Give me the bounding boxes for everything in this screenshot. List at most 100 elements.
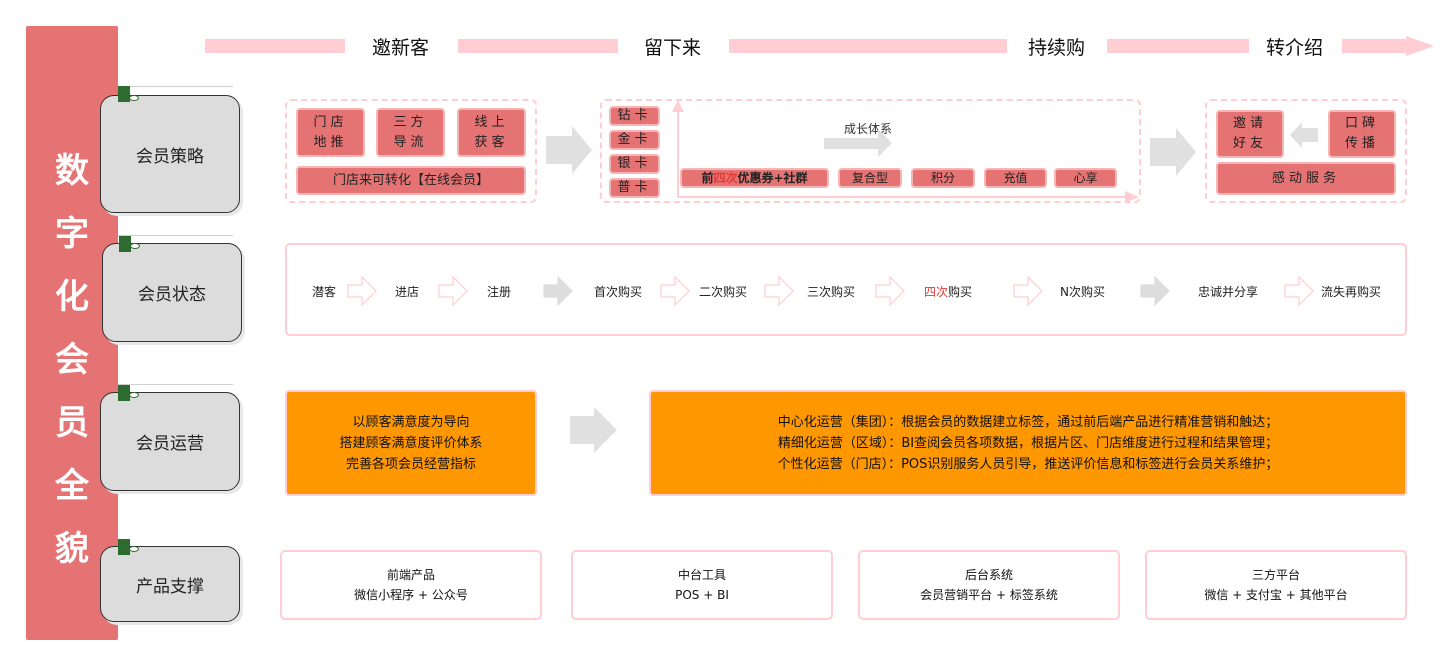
member-state: 注册 [487,283,511,300]
principle-line: 完善各项会员经营指标 [345,456,476,472]
divider [118,235,233,236]
arrow-right-icon [1150,128,1196,176]
word-of-mouth-line: 传播 [1344,136,1379,151]
operations-principles: 以顾客满意度为导向 搭建顾客满意度评价体系 完善各项会员经营指标 [285,390,537,496]
outline-arrow-icon [875,276,905,306]
title-char: 字 [55,214,89,254]
member-state-text: 潜客 [312,285,337,299]
outline-arrow-icon [347,276,377,306]
benefit-highlight: 四次 [713,171,738,185]
acquire-item: 三方导流 [376,108,445,157]
category-products: 产品支撑 [100,546,240,622]
leaf-icon [130,243,140,249]
outline-arrow-icon [660,276,690,306]
leaf-icon [129,546,139,552]
title-char: 员 [55,403,89,443]
word-of-mouth: 口碑传播 [1328,110,1396,158]
member-state-text: 忠诚并分享 [1198,285,1259,299]
acquire-item-line: 门店 [313,114,348,130]
divider [118,86,233,87]
retain-group [600,99,1141,203]
growth-arrow-icon [824,129,892,157]
benefit-recharge: 充值 [984,168,1047,188]
member-state-text: 购买 [948,285,973,299]
invite-friends: 邀请好友 [1216,110,1284,158]
benefit-first-coupons: 前四次优惠券+社群 [680,168,829,188]
member-state: 进店 [395,283,419,300]
word-of-mouth-line: 口碑 [1344,116,1379,131]
principle-line: 搭建顾客满意度评价体系 [339,435,483,451]
acquire-item-line: 导流 [393,134,428,150]
convert-online-member: 门店来可转化【在线会员】 [296,166,526,195]
product-title: 中台工具 [677,568,726,582]
leaf-icon [129,392,139,398]
acquire-item-line: 三方 [393,114,428,130]
acquire-item-line: 地推 [313,134,348,150]
acquire-item: 门店地推 [296,108,365,157]
title-char: 化 [55,277,89,317]
member-state-highlight: 四次 [924,285,949,299]
benefit-xinxiang: 心享 [1054,168,1117,188]
arrow-right-icon [570,407,617,453]
category-operations: 会员运营 [100,392,240,491]
member-state: 潜客 [312,283,336,300]
benefit-points: 积分 [911,168,975,188]
stage-arrowhead-icon [1406,36,1434,56]
stage-timeline-segment [1107,39,1249,53]
arrow-left-icon [1290,122,1318,148]
growth-axis-vertical [677,110,679,198]
member-state: 流失再购买 [1321,283,1381,300]
member-state: 忠诚并分享 [1198,283,1258,300]
growth-axis-horizontal [677,196,1125,198]
title-char: 貌 [55,529,89,569]
title-char: 全 [55,466,89,506]
pin-icon [119,236,131,252]
outline-arrow-icon [764,276,794,306]
acquire-item-line: 获客 [474,134,509,150]
tier-card-silver: 银卡 [609,154,660,174]
outline-arrow-icon [438,276,468,306]
benefit-text: 优惠券+社群 [737,171,808,185]
principle-line: 以顾客满意度为导向 [352,414,470,430]
operation-level-line: 精细化运营（区域）：BI查阅会员各项数据，根据片区、门店维度进行过程和结果管理； [777,435,1279,451]
product-detail: 会员营销平台 + 标签系统 [920,588,1058,602]
outline-arrow-icon [1013,276,1043,306]
product-backend: 后台系统 会员营销平台 + 标签系统 [858,550,1120,620]
member-state: 首次购买 [594,283,642,300]
solid-arrow-icon [1140,276,1170,306]
member-state-text: N次购买 [1060,285,1105,299]
pin-icon [118,539,130,555]
acquire-item-line: 线上 [474,114,509,130]
member-state: N次购买 [1060,283,1105,300]
main-title: 数 字 化 会 员 全 貌 [26,140,118,581]
product-title: 后台系统 [964,568,1013,582]
member-state-text: 首次购买 [594,285,643,299]
acquire-group [285,99,537,203]
leaf-icon [129,95,139,101]
benefit-composite: 复合型 [838,168,902,188]
pin-icon [118,86,130,102]
tier-card-diamond: 钻卡 [609,106,660,126]
stage-timeline-segment [729,39,1007,53]
tier-card-regular: 普卡 [609,178,660,198]
acquire-item: 线上获客 [457,108,526,157]
benefit-text: 前 [701,171,714,185]
category-state: 会员状态 [102,243,242,342]
stage-label-acquire: 邀新客 [372,37,430,59]
member-state: 三次购买 [807,283,855,300]
invite-line: 邀请 [1232,116,1267,131]
referral-group [1205,99,1407,203]
member-state: 四次购买 [924,283,972,300]
tier-card-gold: 金卡 [609,130,660,150]
member-state-text: 流失再购买 [1321,285,1382,299]
stage-label-repurchase: 持续购 [1028,37,1086,59]
stage-timeline-segment [1342,39,1406,53]
product-third-party: 三方平台 微信 + 支付宝 + 其他平台 [1145,550,1407,620]
arrow-right-icon [546,126,592,174]
product-title: 三方平台 [1251,568,1300,582]
member-state-text: 注册 [487,285,512,299]
member-state-text: 三次购买 [807,285,856,299]
stage-label-retain: 留下来 [644,37,702,59]
stage-timeline-segment [458,39,618,53]
product-detail: 微信小程序 + 公众号 [354,588,468,602]
